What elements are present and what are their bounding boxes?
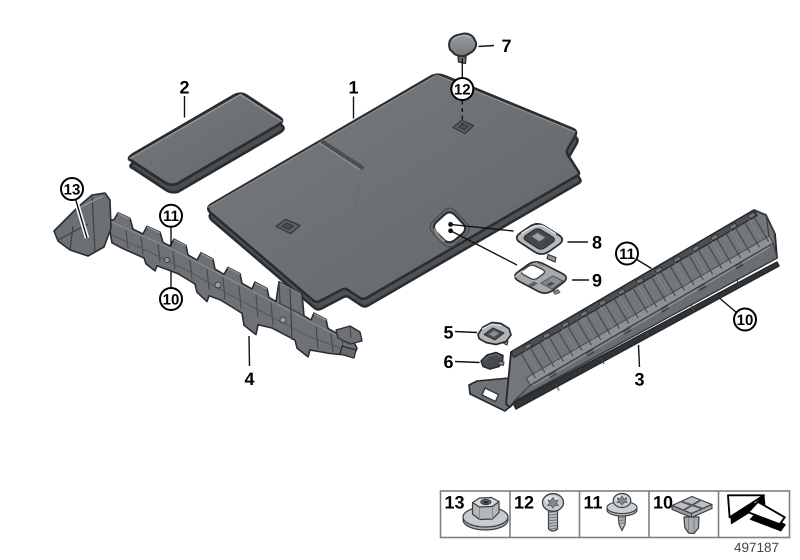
svg-text:11: 11	[163, 208, 179, 225]
callout-5[interactable]: 5	[443, 323, 453, 343]
callout-7[interactable]: 7	[501, 36, 511, 56]
leader-line-6	[454, 360, 480, 364]
screw-with-washer-icon	[606, 492, 638, 532]
direction-arrow-icon	[727, 494, 786, 532]
legend-cell-11: 11	[584, 492, 638, 532]
leader-line-dot-8	[450, 223, 514, 232]
latch-recess-left	[275, 218, 301, 235]
legend-cell-12: 12	[514, 493, 565, 532]
svg-text:10: 10	[737, 312, 754, 329]
legend-cell-10: 10	[653, 493, 713, 535]
sill-rim-nubs	[523, 211, 757, 351]
leader-line-3	[637, 344, 641, 368]
leader-line-7	[478, 44, 495, 48]
part-7-cap	[448, 32, 478, 65]
sill-ribs	[519, 215, 770, 379]
sill-rib-highlights	[524, 218, 765, 376]
svg-text:10: 10	[163, 291, 180, 308]
svg-text:11: 11	[619, 246, 635, 263]
callout-9[interactable]: 9	[592, 271, 602, 291]
part-8-handle-cover	[515, 223, 564, 263]
legend-cell-arrow	[727, 494, 786, 532]
callout-10-right[interactable]: 10	[733, 307, 757, 332]
callout-6[interactable]: 6	[443, 352, 453, 372]
legend-cell-13: 13	[445, 493, 509, 531]
callouts-plain: 1 2 3 4 5 6 7 8 9	[179, 36, 644, 390]
part-2-cover-panel	[127, 92, 285, 194]
callout-10-left[interactable]: 10	[159, 287, 183, 311]
drawing-number: 497187	[734, 540, 779, 555]
part-5-cover	[477, 321, 512, 346]
callout-4[interactable]: 4	[244, 369, 254, 389]
svg-text:13: 13	[64, 181, 81, 198]
part-1-floor-panel	[206, 73, 582, 311]
legend-number-13: 13	[445, 493, 465, 513]
part-6-cap	[480, 351, 505, 370]
legend-number-10: 10	[653, 493, 673, 513]
leader-line-5	[454, 330, 478, 334]
callout-12[interactable]: 12	[450, 77, 475, 101]
callout-13[interactable]: 13	[60, 177, 84, 201]
torx-pan-head-screw-icon	[541, 493, 565, 532]
callouts-circled: 13 11 10 12 11 10	[60, 77, 757, 332]
callout-11-left[interactable]: 11	[159, 203, 183, 228]
expanding-rivet-icon	[671, 495, 713, 535]
legend-number-11: 11	[584, 493, 603, 513]
legend-table: 13 12 11	[439, 490, 791, 539]
leader-line-4	[248, 335, 251, 367]
leader-line-dot-9	[450, 230, 518, 266]
callout-2[interactable]: 2	[179, 78, 189, 98]
callout-11-right[interactable]: 11	[615, 241, 639, 266]
callout-8[interactable]: 8	[592, 233, 602, 253]
legend-number-12: 12	[514, 493, 534, 513]
latch-recess-top	[452, 119, 475, 135]
svg-text:12: 12	[454, 81, 471, 98]
leader-lines	[73, 44, 738, 368]
leader-line-11-right	[635, 258, 652, 270]
part-3-sill-trim	[468, 209, 780, 412]
leader-line-13	[74, 198, 88, 239]
part-9-handle-frame	[513, 260, 568, 295]
hex-nut-with-washer-icon	[462, 496, 509, 531]
callout-1[interactable]: 1	[348, 78, 358, 98]
callout-3[interactable]: 3	[634, 370, 644, 390]
leader-line-10-right	[719, 297, 738, 314]
